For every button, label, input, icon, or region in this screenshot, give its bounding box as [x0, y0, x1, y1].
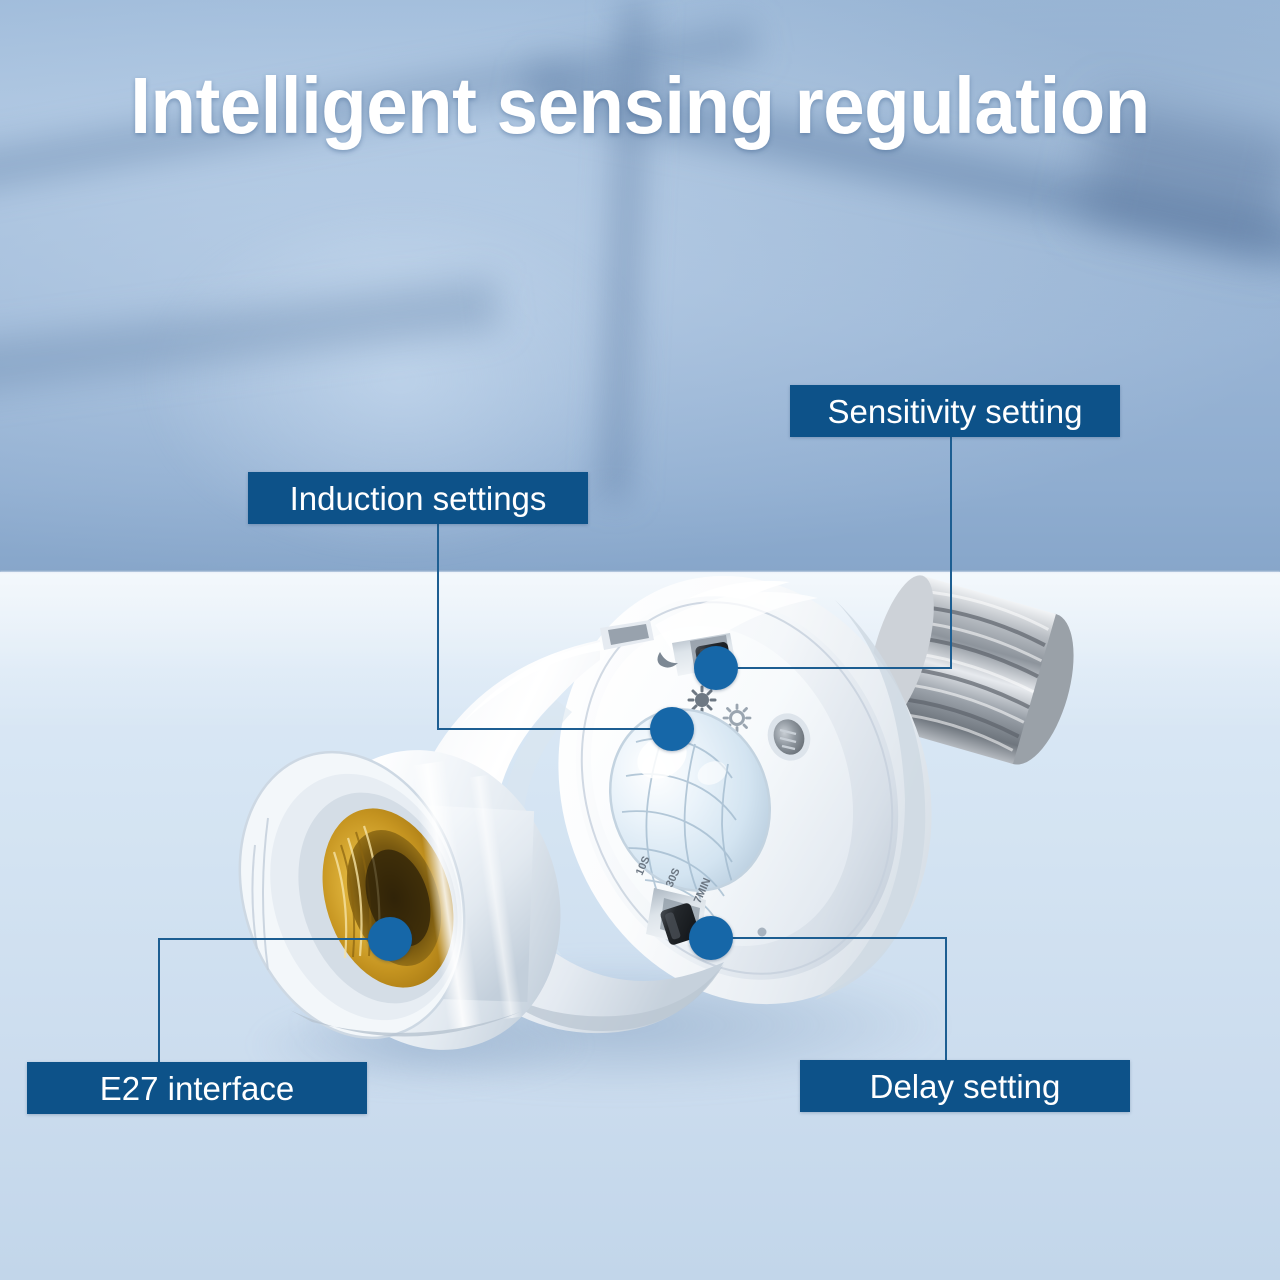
callout-delay-setting[interactable]: Delay setting [800, 1060, 1130, 1112]
induction-settings-dot[interactable] [650, 707, 694, 751]
sensitivity-lead-horizontal [716, 667, 952, 669]
e27-lead-horizontal [158, 938, 392, 940]
callout-e27-interface-label: E27 interface [99, 1069, 295, 1107]
callout-delay-setting-label: Delay setting [869, 1067, 1061, 1105]
delay-lead-horizontal [711, 937, 947, 939]
page-title: Intelligent sensing regulation [130, 61, 1150, 150]
cover-slot [600, 620, 654, 650]
e27-interface-dot[interactable] [368, 917, 412, 961]
callout-sensitivity-setting-label: Sensitivity setting [827, 392, 1083, 430]
moon-icon [657, 652, 678, 668]
sensitivity-lead-vertical [950, 437, 952, 669]
callout-induction-settings[interactable]: Induction settings [248, 472, 588, 524]
callout-sensitivity-setting[interactable]: Sensitivity setting [790, 385, 1120, 437]
callout-e27-interface[interactable]: E27 interface [27, 1062, 367, 1114]
e27-lead-vertical [158, 938, 160, 1064]
e27-socket-cup [238, 750, 561, 1050]
callout-induction-settings-label: Induction settings [289, 479, 547, 517]
sensitivity-setting-dot[interactable] [694, 646, 738, 690]
photoresistor-aperture [767, 713, 811, 761]
sun-dark-icon [687, 685, 717, 715]
table-horizon-line [0, 570, 1280, 573]
delay-lead-vertical [945, 937, 947, 1062]
delay-setting-dot[interactable] [689, 916, 733, 960]
body-screw [757, 927, 767, 937]
induction-lead-vertical [437, 524, 439, 730]
induction-lead-horizontal [437, 728, 674, 730]
